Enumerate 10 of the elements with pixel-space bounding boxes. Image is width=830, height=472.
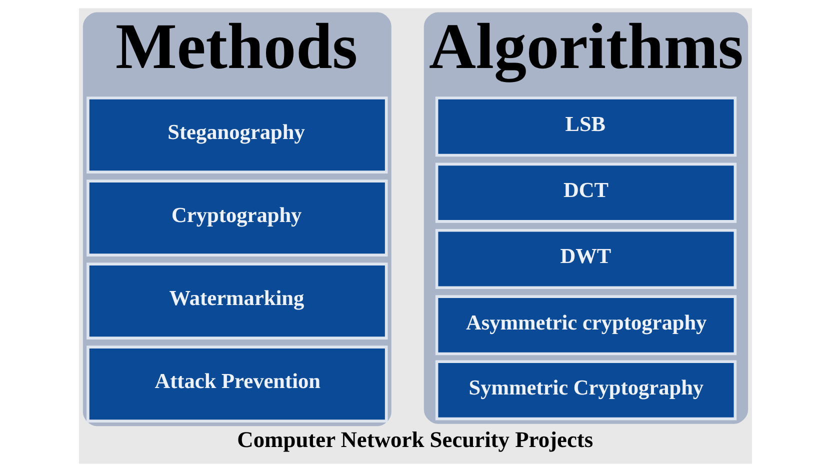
node-box: Asymmetric cryptography [434,295,736,356]
node-box: Watermarking [86,262,388,340]
node-box: Cryptography [86,180,388,256]
node-box: DWT [434,228,736,289]
node-box: LSB [434,96,736,157]
node-box: Symmetric Cryptography [434,360,736,420]
caption: Computer Network Security Projects [236,426,593,452]
node-box: Attack Prevention [86,346,388,422]
node-box: Steganography [86,96,388,174]
node-box: DCT [434,162,736,223]
